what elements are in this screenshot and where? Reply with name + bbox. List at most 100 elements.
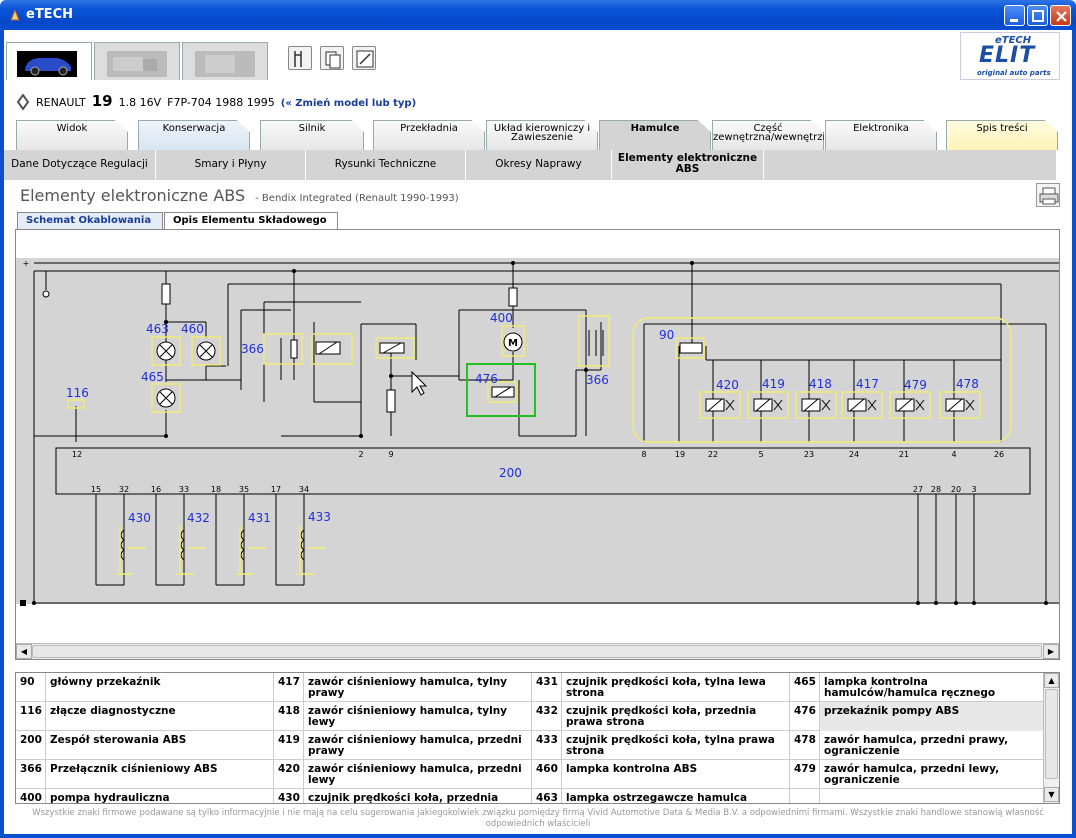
component-desc[interactable]: lampka kontrolna hamulców/hamulca ręczne… (820, 673, 1044, 702)
tools-button[interactable] (288, 46, 312, 70)
selected-component-476-box[interactable] (466, 363, 536, 417)
component-code[interactable]: 90 (16, 673, 46, 702)
subtab-smary-plyny[interactable]: Smary i Płyny (156, 150, 306, 180)
component-list-scrollbar[interactable]: ▲ ▼ (1043, 673, 1059, 803)
close-button[interactable] (1050, 5, 1071, 26)
diagram-scroll-thumb[interactable] (32, 645, 1042, 658)
component-desc[interactable]: czujnik prędkości koła, tylna prawa stro… (562, 731, 790, 760)
component-code[interactable]: 400 (16, 789, 46, 803)
component-code[interactable]: 417 (274, 673, 304, 702)
pin-24: 24 (849, 450, 859, 459)
tab-hamulce[interactable]: Hamulce (599, 120, 711, 150)
diagram-horizontal-scrollbar[interactable]: ◀ ▶ (16, 643, 1059, 659)
component-479-box[interactable] (889, 391, 931, 419)
tab-widok[interactable]: Widok (16, 120, 128, 150)
component-465-box[interactable] (151, 383, 181, 413)
tab-opis-elementu[interactable]: Opis Elementu Składowego (164, 212, 338, 229)
component-desc[interactable]: czujnik prędkości koła, przednia prawa s… (562, 702, 790, 731)
tab-uklad-kierowniczy[interactable]: Układ kierowniczy i Zawieszenie (486, 120, 598, 150)
component-code[interactable]: 116 (16, 702, 46, 731)
subtab-elementy-abs[interactable]: Elementy elektroniczne ABS (612, 150, 764, 180)
tab-schemat-okablowania[interactable]: Schemat Okablowania (17, 212, 163, 229)
subtab-okresy-naprawy[interactable]: Okresy Naprawy (466, 150, 612, 180)
component-desc[interactable]: czujnik prędkości koła, przednia lewa (304, 789, 532, 803)
component-116-box[interactable] (67, 399, 85, 409)
abs-valve-group-box[interactable] (632, 317, 1012, 443)
tab-czesc-zewnetrzna[interactable]: Część zewnętrzna/wewnętrzna (712, 120, 824, 150)
minimize-button[interactable] (1004, 5, 1025, 26)
car-mode-tab[interactable] (6, 42, 92, 80)
component-code[interactable]: 432 (532, 702, 562, 731)
component-code[interactable]: 420 (274, 760, 304, 789)
component-desc[interactable]: zawór ciśnieniowy hamulca, tylny prawy (304, 673, 532, 702)
scroll-down-button[interactable]: ▼ (1044, 787, 1059, 802)
component-420-box[interactable] (699, 391, 741, 419)
component-desc[interactable]: zawór hamulca, przedni prawy, ograniczen… (820, 731, 1044, 760)
pin-3: 3 (971, 485, 976, 494)
component-code[interactable]: 478 (790, 731, 820, 760)
component-desc[interactable]: pompa hydrauliczna (46, 789, 274, 803)
truck-mode-tab[interactable] (94, 42, 180, 80)
component-desc[interactable]: czujnik prędkości koła, tylna lewa stron… (562, 673, 790, 702)
component-desc[interactable]: zawór hamulca, przedni lewy, ograniczeni… (820, 760, 1044, 789)
component-478-box[interactable] (939, 391, 981, 419)
component-366a-box[interactable] (263, 333, 303, 365)
component-desc-selected[interactable]: przekaźnik pompy ABS (820, 702, 1044, 731)
tab-spis-tresci[interactable]: Spis treści (946, 120, 1058, 150)
subtab-rysunki[interactable]: Rysunki Techniczne (306, 150, 466, 180)
component-419-box[interactable] (747, 391, 789, 419)
van-mode-tab[interactable] (182, 42, 268, 80)
component-code[interactable]: 430 (274, 789, 304, 803)
component-code[interactable]: 419 (274, 731, 304, 760)
copy-button[interactable] (320, 46, 344, 70)
component-366b-box[interactable] (578, 315, 610, 367)
change-model-link[interactable]: (« Zmień model lub typ) (280, 98, 417, 109)
component-desc[interactable]: zawór ciśnieniowy hamulca, przedni prawy (304, 731, 532, 760)
tab-konserwacja[interactable]: Konserwacja (138, 120, 250, 150)
component-desc[interactable]: Przełącznik ciśnieniowy ABS (46, 760, 274, 789)
tab-przekladnia[interactable]: Przekładnia (373, 120, 485, 150)
tab-silnik[interactable]: Silnik (260, 120, 364, 150)
component-417-box[interactable] (841, 391, 883, 419)
component-code[interactable]: 418 (274, 702, 304, 731)
component-90-box[interactable] (675, 337, 705, 359)
print-button[interactable] (1036, 183, 1060, 207)
component-418-box[interactable] (795, 391, 837, 419)
component-code[interactable]: 465 (790, 673, 820, 702)
tab-elektronika[interactable]: Elektronika (825, 120, 937, 150)
component-code[interactable]: 366 (16, 760, 46, 789)
scroll-right-button[interactable]: ▶ (1043, 644, 1059, 659)
component-400-box[interactable] (501, 325, 525, 357)
edit-button[interactable] (352, 46, 376, 70)
component-desc[interactable]: zawór ciśnieniowy hamulca, przedni lewy (304, 760, 532, 789)
component-list-scroll-thumb[interactable] (1045, 689, 1058, 779)
wiring-diagram[interactable]: M 463 460 465 366 (15, 229, 1060, 660)
component-code[interactable]: 200 (16, 731, 46, 760)
subtab-dane-regulacji[interactable]: Dane Dotyczące Regulacji (4, 150, 156, 180)
component-desc[interactable]: lampka kontrolna ABS (562, 760, 790, 789)
scroll-up-button[interactable]: ▲ (1044, 673, 1059, 688)
component-relay2-box[interactable] (375, 337, 415, 359)
component-code[interactable]: 433 (532, 731, 562, 760)
pin-16: 16 (151, 485, 161, 494)
component-code[interactable]: 460 (532, 760, 562, 789)
pin-4: 4 (951, 450, 956, 459)
component-desc[interactable]: lampka ostrzegawcze hamulca (562, 789, 790, 803)
component-460-box[interactable] (191, 336, 221, 366)
component-desc[interactable]: złącze diagnostyczne (46, 702, 274, 731)
component-code[interactable]: 479 (790, 760, 820, 789)
maximize-button[interactable] (1027, 5, 1048, 26)
component-desc[interactable]: zawór ciśnieniowy hamulca, tylny lewy (304, 702, 532, 731)
component-code[interactable]: 463 (532, 789, 562, 803)
component-relay-box[interactable] (311, 333, 353, 365)
component-code[interactable] (790, 789, 820, 803)
label-366a: 366 (241, 342, 264, 356)
component-desc[interactable]: Zespół sterowania ABS (46, 731, 274, 760)
scroll-left-button[interactable]: ◀ (16, 644, 32, 659)
wiring-diagram-svg[interactable]: M 463 460 465 366 (16, 230, 1059, 643)
component-code[interactable]: 476 (790, 702, 820, 731)
component-desc[interactable]: główny przekaźnik (46, 673, 274, 702)
component-463-box[interactable] (151, 336, 181, 366)
component-code[interactable]: 431 (532, 673, 562, 702)
component-desc[interactable] (820, 789, 1044, 803)
